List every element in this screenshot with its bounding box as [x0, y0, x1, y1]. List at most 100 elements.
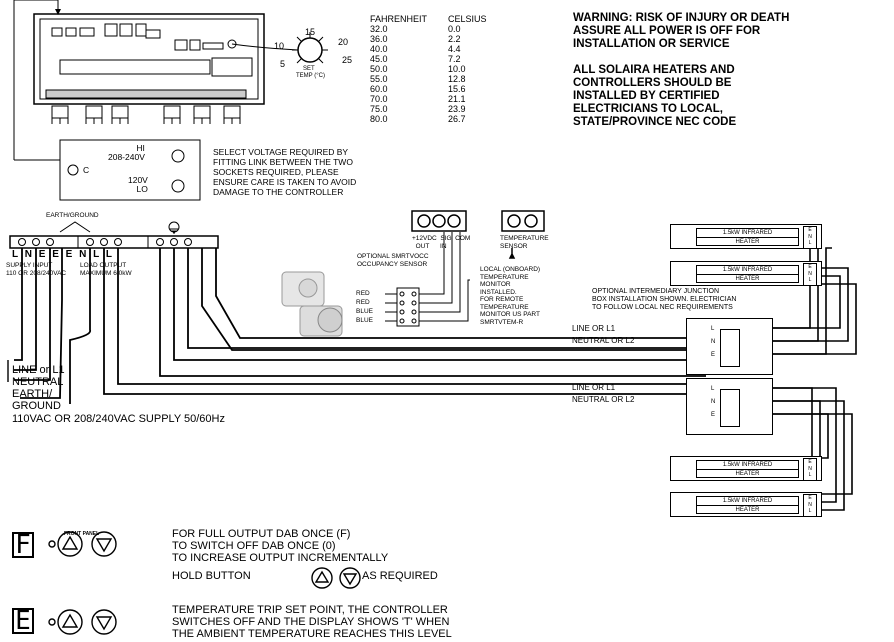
heater-name: HEATER — [735, 276, 760, 282]
cell-c: 10.0 — [448, 64, 466, 74]
heater-terminals: E N L — [803, 263, 817, 286]
jbox-l: L — [711, 326, 715, 332]
legend-supply: 110VAC OR 208/240VAC SUPPLY 50/60Hz — [12, 413, 225, 425]
table-header: FAHRENHEIT CELSIUS — [370, 14, 487, 24]
supply-input-label: SUPPLY INPUT 110 OR 208/240VAC — [6, 262, 67, 277]
certified-installer-text: ALL SOLAIRA HEATERS AND CONTROLLERS SHOU… — [573, 64, 737, 128]
dial-label-20: 20 — [338, 37, 349, 47]
front-panel-label: FRONT PANEL — [64, 531, 100, 537]
cell-f: 60.0 — [370, 84, 388, 94]
cell-c: 0.0 — [448, 24, 461, 34]
display-f-key: F — [12, 532, 34, 558]
cell-c: 2.2 — [448, 34, 461, 44]
table-row: 75.0 23.9 — [370, 104, 487, 114]
table-row: 60.0 15.6 — [370, 84, 487, 94]
header-celsius: CELSIUS — [448, 14, 487, 24]
display-t-key: E — [12, 608, 34, 634]
cell-f: 36.0 — [370, 34, 388, 44]
cell-c: 7.2 — [448, 54, 461, 64]
legend-earth: EARTH/ GROUND — [12, 388, 61, 412]
front-panel-buttons — [48, 531, 361, 635]
heater-rating: 1.5kW INFRARED — [697, 461, 798, 470]
terminal-block — [9, 221, 219, 249]
dial-label-15: 15 — [305, 27, 316, 37]
hold-button-text: HOLD BUTTON — [172, 570, 251, 582]
occupancy-sensor-image — [281, 271, 343, 337]
cell-f: 55.0 — [370, 74, 388, 84]
cell-c: 15.6 — [448, 84, 466, 94]
dial-temp-label: TEMP (°C) — [296, 73, 325, 79]
cell-c: 23.9 — [448, 104, 466, 114]
trip-setpoint-note: TEMPERATURE TRIP SET POINT, THE CONTROLL… — [172, 604, 452, 640]
temp-sensor-label: TEMPERATURE SENSOR — [500, 235, 549, 250]
sensor-wire-connector — [385, 232, 470, 327]
jbox-l: L — [711, 386, 715, 392]
line-label-lower: LINE OR L1 — [572, 383, 616, 392]
legend-line: LINE or L1 — [12, 364, 65, 376]
cell-f: 75.0 — [370, 104, 388, 114]
terminal-l: L — [93, 249, 102, 260]
jbox-e: E — [711, 412, 716, 418]
heater-4: 1.5kW INFRARED HEATER E N L — [670, 492, 822, 517]
dial-label-25: 25 — [342, 55, 353, 65]
heater-terminals: E N L — [803, 458, 817, 481]
legend-neutral: NEUTRAL — [12, 376, 64, 388]
heater-name: HEATER — [735, 239, 760, 245]
header-fahrenheit: FAHRENHEIT — [370, 14, 428, 24]
temperature-dial — [231, 32, 328, 64]
cell-f: 80.0 — [370, 114, 388, 124]
cell-f: 50.0 — [370, 64, 388, 74]
heater-terminals: E N L — [803, 226, 817, 249]
terminal-e: E — [52, 249, 61, 260]
voltage-selector — [59, 139, 201, 201]
junction-terminal-block — [720, 389, 740, 427]
heater-label-box: 1.5kW INFRARED HEATER — [696, 460, 799, 478]
wire-color-red-1: RED — [356, 290, 370, 297]
heater-terminals: E N L — [803, 494, 817, 517]
voltage-common-label: C — [83, 165, 90, 175]
junction-box-lower: L N E — [686, 378, 773, 435]
table-row: 80.0 26.7 — [370, 114, 487, 124]
junction-box-upper: L N E — [686, 318, 773, 375]
occupancy-terminal-label: +12VDC SIG COM OUT IN — [412, 235, 471, 250]
dial-set-label: SET — [303, 66, 315, 72]
terminal-letters: L N E E E N L L — [12, 250, 114, 260]
jbox-e: E — [711, 352, 716, 358]
heater-label-box: 1.5kW INFRARED HEATER — [696, 496, 799, 514]
heater-label-box: 1.5kW INFRARED HEATER — [696, 228, 799, 246]
heater-rating: 1.5kW INFRARED — [697, 229, 798, 238]
wire-color-blue-2: BLUE — [356, 317, 373, 324]
jbox-n: N — [711, 339, 716, 345]
cell-f: 45.0 — [370, 54, 388, 64]
voltage-lo-label: 120V LO — [128, 175, 148, 194]
junction-note: OPTIONAL INTERMEDIARY JUNCTION BOX INSTA… — [592, 288, 737, 311]
heater-rating: 1.5kW INFRARED — [697, 266, 798, 275]
occupancy-sensor-label: OPTIONAL SMRTVOCC OCCUPANCY SENSOR — [357, 253, 429, 268]
heater-name: HEATER — [735, 507, 760, 513]
terminal-e: E — [38, 249, 48, 260]
cell-f: 70.0 — [370, 94, 388, 104]
cell-c: 21.1 — [448, 94, 466, 104]
heater-3: 1.5kW INFRARED HEATER E N L — [670, 456, 822, 481]
voltage-hi-label: HI 208-240V — [108, 143, 145, 162]
terminal-e: E — [65, 249, 75, 260]
heater-name: HEATER — [735, 471, 760, 477]
output-wires — [103, 248, 706, 395]
load-output-label: LOAD OUTPUT MAXIMUM 6.0kW — [80, 262, 132, 277]
heater-rating: 1.5kW INFRARED — [697, 497, 798, 506]
warning-text: WARNING: RISK OF INJURY OR DEATH ASSURE … — [573, 12, 790, 50]
earth-ground-label: EARTH/GROUND — [46, 212, 99, 219]
terminal-l: L — [12, 249, 20, 260]
cell-f: 40.0 — [370, 44, 388, 54]
wire-color-red-2: RED — [356, 299, 370, 306]
terminal-n: N — [79, 249, 89, 260]
terminal-l: L — [105, 249, 114, 260]
heater-1: 1.5kW INFRARED HEATER E N L — [670, 224, 822, 249]
table-row: 70.0 21.1 — [370, 94, 487, 104]
cell-c: 26.7 — [448, 114, 466, 124]
